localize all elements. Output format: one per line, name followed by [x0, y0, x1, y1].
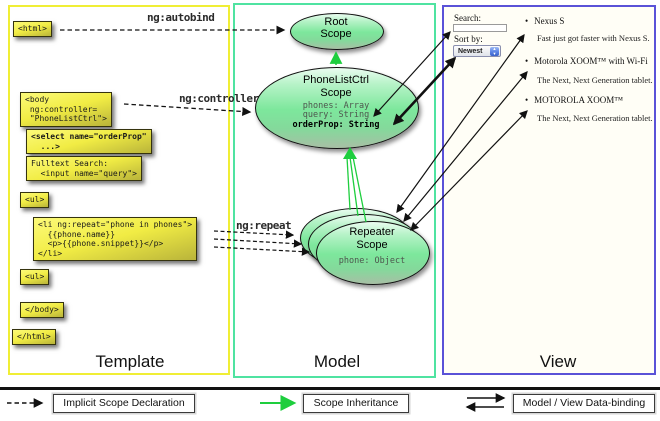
phone-item-title: Motorola XOOM™ with Wi-Fi — [525, 56, 648, 66]
model-panel — [233, 3, 436, 378]
legend-model-view-databinding: Model / View Data-binding — [513, 394, 655, 413]
sort-by-label: Sort by: — [454, 34, 483, 44]
view-panel-title: View — [539, 352, 577, 371]
code-box-body-open: <body ng:controller= "PhoneListCtrl"> — [20, 92, 112, 127]
code-box-li-repeat: <li ng:repeat="phone in phones"> {{phone… — [33, 217, 198, 261]
code-box-body-close: </body> — [20, 302, 64, 318]
ng-repeat-label: ng:repeat — [236, 219, 292, 232]
root-scope-name: Root — [324, 16, 348, 28]
model-panel-title: Model — [313, 352, 361, 371]
search-input[interactable] — [453, 24, 507, 32]
code-box-fulltext-input: Fulltext Search: <input name="query"> — [26, 156, 142, 181]
legend-scope-inheritance: Scope Inheritance — [303, 394, 409, 413]
phonelistctrl-prop-query: query: String — [302, 110, 370, 120]
code-box-ul-close: <ul> — [20, 269, 50, 285]
code-box-html-close: </html> — [12, 329, 56, 345]
search-label: Search: — [454, 13, 481, 23]
ng-controller-label: ng:controller — [179, 92, 259, 105]
repeater-scope-ellipse-front — [316, 221, 430, 285]
repeater-prop-phone: phone: Object — [338, 256, 406, 266]
code-box-select: <select name="orderProp" ...> — [26, 129, 152, 154]
phone-item-desc: Fast just got faster with Nexus S. — [537, 33, 650, 43]
phone-item-title: MOTOROLA XOOM™ — [525, 95, 623, 105]
repeater-scope-type: Scope — [356, 239, 388, 251]
phone-item-title: Nexus S — [525, 16, 564, 26]
phone-item-desc: The Next, Next Generation tablet. — [537, 113, 653, 123]
sort-dropdown[interactable]: Newest ▲▼ — [453, 45, 501, 57]
ng-autobind-label: ng:autobind — [147, 11, 215, 24]
phonelistctrl-prop-orderprop: orderProp: String — [292, 120, 380, 130]
sort-dropdown-value: Newest — [458, 48, 483, 55]
phonelistctrl-scope-type: Scope — [320, 87, 352, 99]
template-panel-title: Template — [95, 352, 165, 371]
dropdown-stepper-icon: ▲▼ — [490, 46, 499, 56]
legend-implicit-scope-declaration: Implicit Scope Declaration — [53, 394, 195, 413]
code-box-html-open: <html> — [13, 21, 52, 37]
root-scope-type: Scope — [320, 28, 352, 40]
template-panel — [8, 5, 230, 375]
phone-item-desc: The Next, Next Generation tablet. — [537, 75, 653, 85]
root-scope-ellipse — [290, 13, 384, 50]
code-box-ul-open: <ul> — [20, 192, 50, 208]
repeater-scope-name: Repeater — [349, 226, 395, 238]
phonelistctrl-scope-name: PhoneListCtrl — [302, 74, 370, 86]
phonelistctrl-prop-phones: phones: Array — [302, 101, 370, 111]
legend-separator — [0, 387, 660, 390]
